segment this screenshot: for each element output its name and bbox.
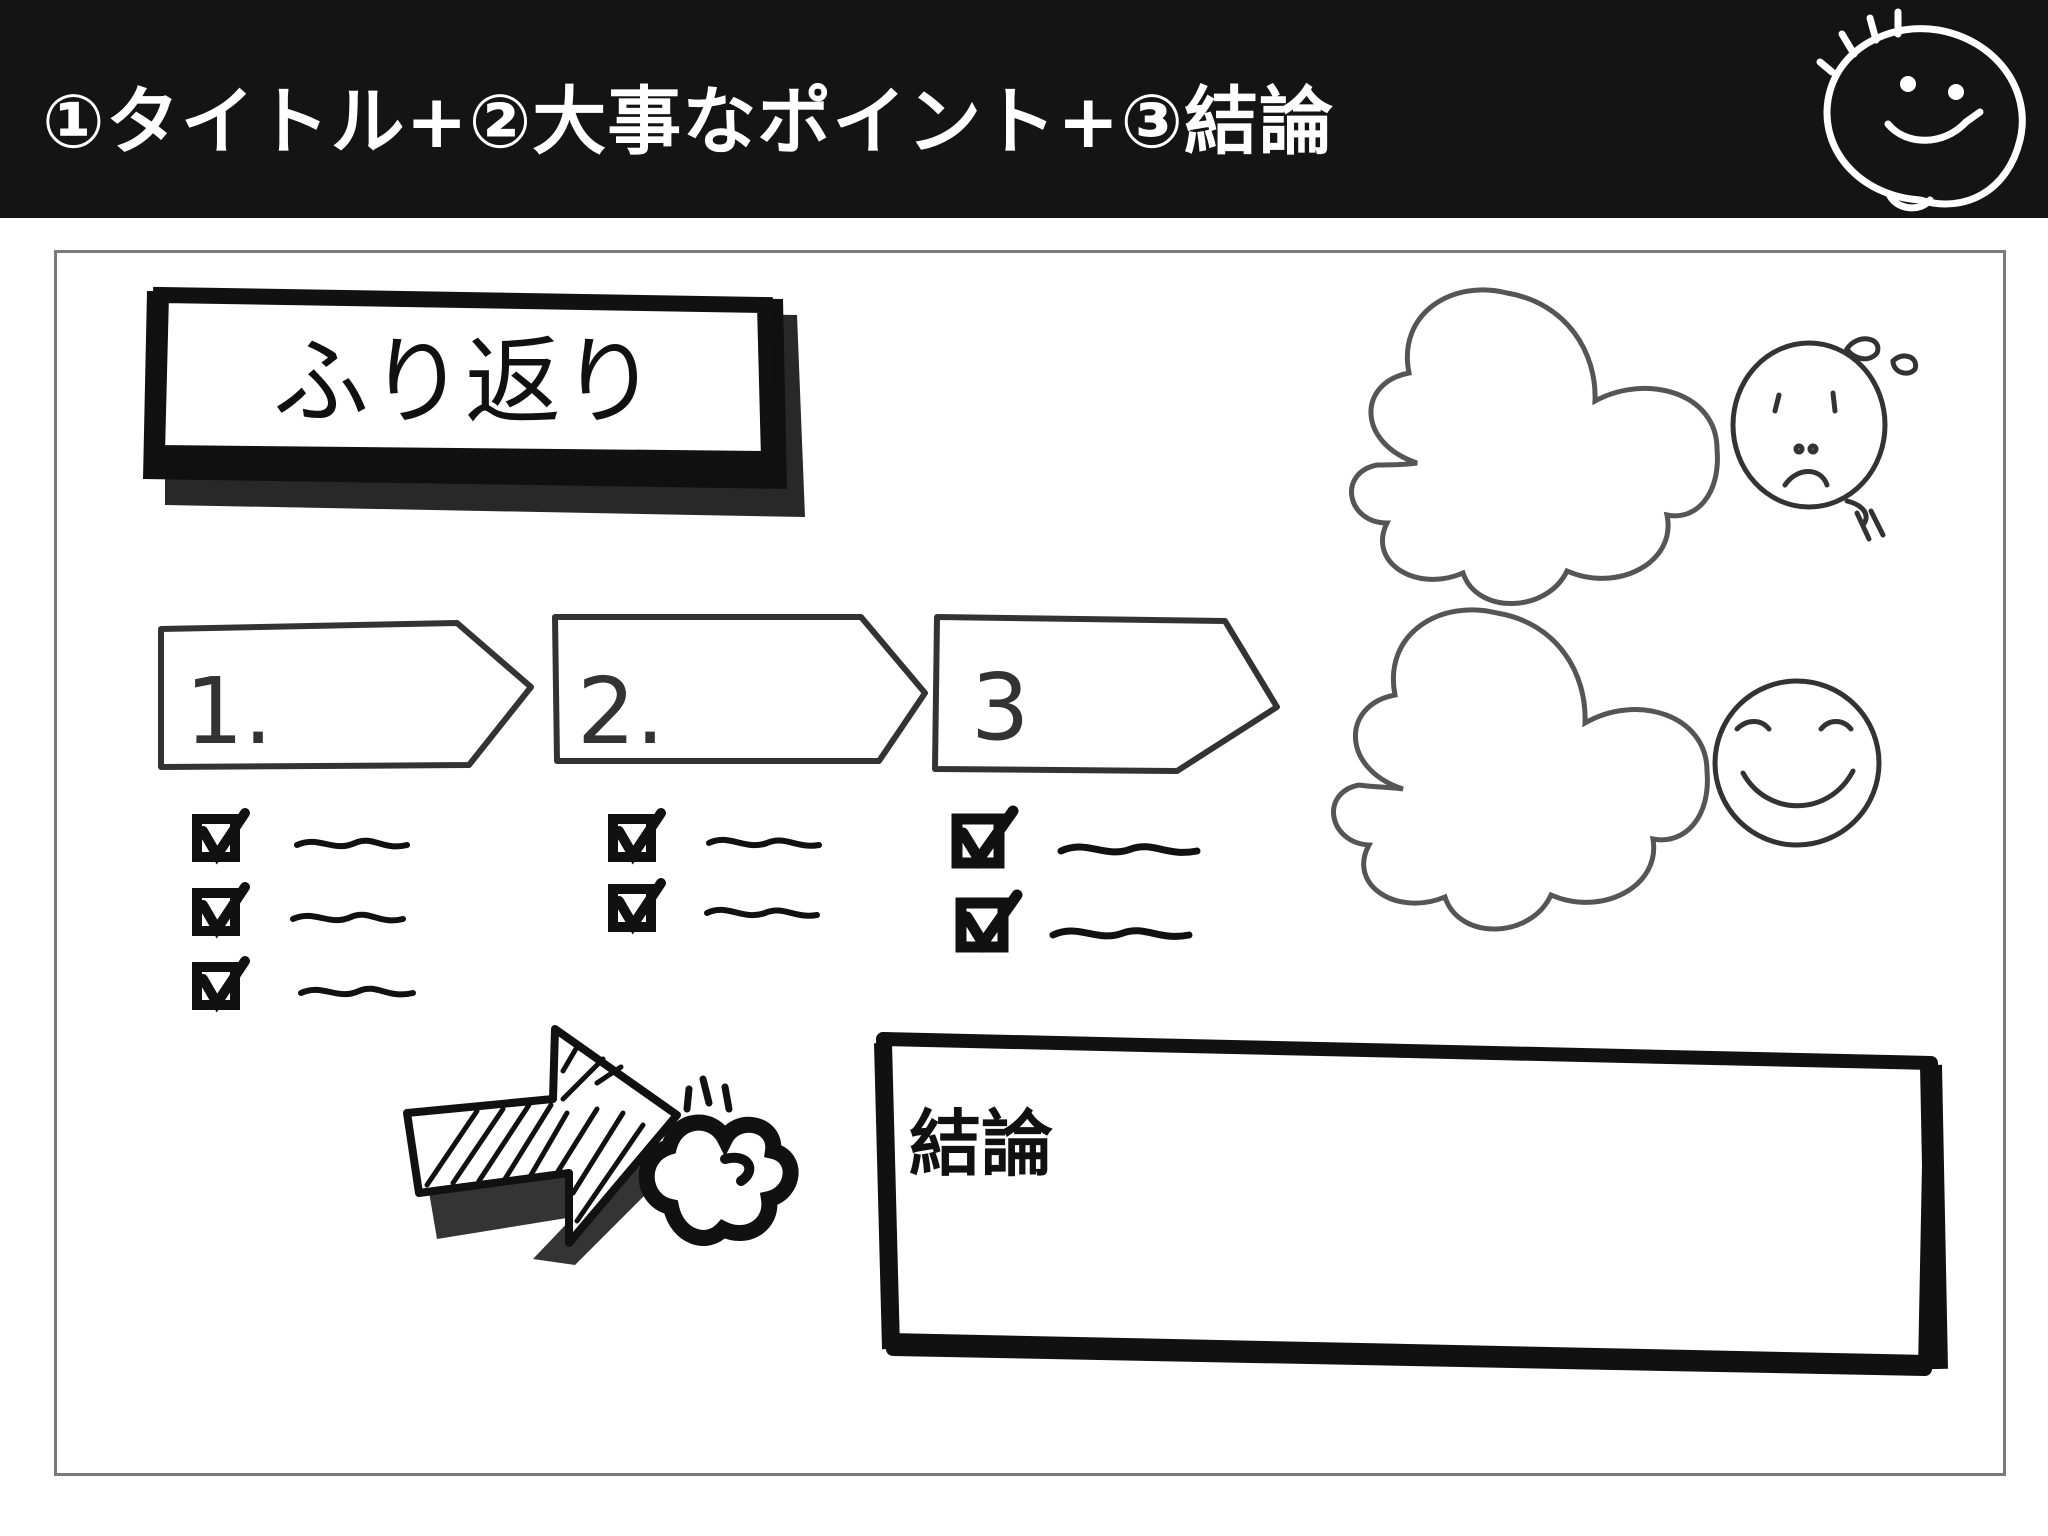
conclusion-box: 結論 xyxy=(874,1032,1948,1376)
hatched-arrow-icon xyxy=(403,1025,687,1265)
smiling-face-icon xyxy=(1816,8,2026,212)
thought-cloud-icon xyxy=(1331,607,1710,932)
thought-cloud-icon xyxy=(1349,287,1720,606)
step-3: 3 xyxy=(932,614,1280,953)
thought-row-2 xyxy=(1331,607,1882,932)
checklist-3 xyxy=(951,805,1201,953)
title-box-text: ふり返り xyxy=(273,326,657,438)
happy-face-icon xyxy=(1712,678,1882,848)
step-3-number: 3 xyxy=(971,654,1030,761)
step-2-number: 2. xyxy=(577,658,665,765)
checklist-2 xyxy=(608,808,822,935)
sad-face-icon xyxy=(1730,336,1919,542)
slide-title: ①タイトル+②大事なポイント+③結論 xyxy=(42,79,1334,165)
sketch-frame: ふり返り 1. 2. xyxy=(54,250,2006,1476)
checklist-1 xyxy=(192,808,416,1013)
pointing-hand-icon xyxy=(638,1075,799,1246)
header-bar: ①タイトル+②大事なポイント+③結論 xyxy=(0,0,2048,218)
thought-row-1 xyxy=(1349,287,1919,606)
conclusion-label: 結論 xyxy=(909,1102,1053,1186)
title-box: ふり返り xyxy=(143,286,805,517)
step-1-number: 1. xyxy=(185,658,273,765)
step-1: 1. xyxy=(158,620,534,1013)
step-2: 2. xyxy=(552,614,928,935)
reflection-sketch: ふり返り 1. 2. xyxy=(143,286,1948,1376)
